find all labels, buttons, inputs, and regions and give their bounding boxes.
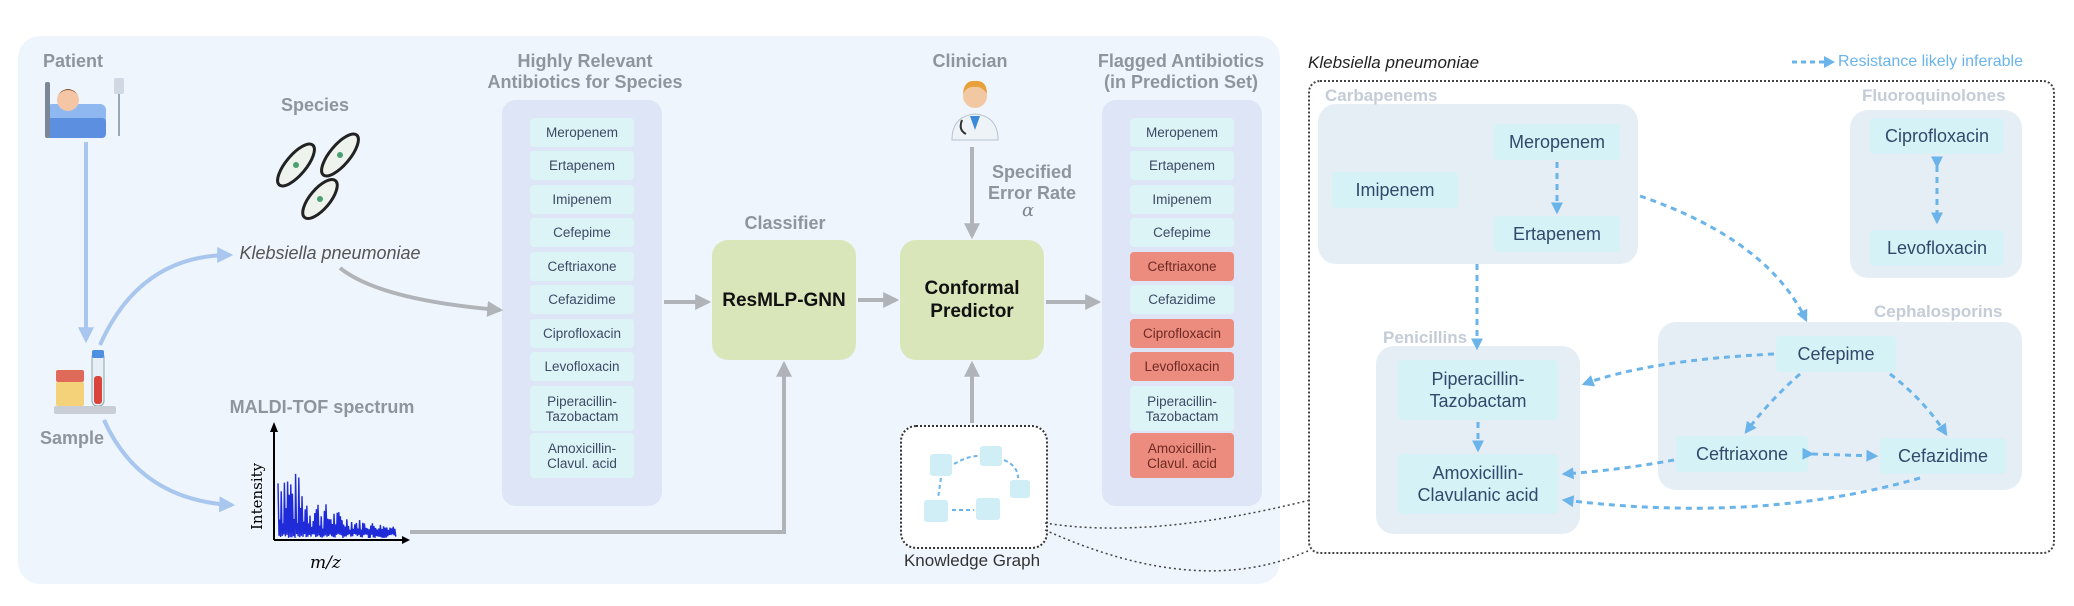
flagged-antibiotic-chip: Meropenem (1130, 118, 1234, 147)
flagged-antibiotic-chip: Cefepime (1130, 218, 1234, 247)
kg-drug-levofloxacin: Levofloxacin (1870, 230, 2004, 266)
relevant-antibiotic-chip: Ertapenem (530, 151, 634, 180)
group-label-carbapenems: Carbapenems (1325, 86, 1438, 105)
flagged-antibiotic-chip: Ertapenem (1130, 151, 1234, 180)
flagged-antibiotic-chip: Ciprofloxacin (1130, 319, 1234, 348)
kg-drug-cefepime: Cefepime (1776, 336, 1896, 372)
kg-drug-meropenem: Meropenem (1494, 124, 1620, 160)
classifier-label: Classifier (744, 213, 826, 233)
kg-drug-amoxicillin: Amoxicillin- Clavulanic acid (1398, 454, 1558, 514)
knowledge-graph-icon (924, 446, 1030, 522)
kg-legend: Resistance likely inferable (1790, 53, 2023, 71)
flagged-antibiotic-chip: Levofloxacin (1130, 352, 1234, 381)
y-axis-label: Intensity (248, 462, 266, 530)
kg-drug-ciprofloxacin: Ciprofloxacin (1870, 118, 2004, 154)
species-name: Klebsiella pneumoniae (239, 243, 421, 263)
relevant-title: Highly Relevant Antibiotics for Species (487, 51, 683, 92)
kg-drug-cefazidime: Cefazidime (1880, 438, 2006, 474)
legend-arrow-icon (1792, 56, 1835, 68)
flagged-antibiotic-chip: Ceftriaxone (1130, 252, 1234, 281)
flagged-antibiotic-chip: Cefazidime (1130, 285, 1234, 314)
relevant-antibiotic-chip: Imipenem (530, 185, 634, 214)
knowledge-graph-label: Knowledge Graph (903, 551, 1041, 570)
predictor-box: Conformal Predictor (900, 240, 1044, 360)
relevant-antibiotic-chip: Amoxicillin- Clavul. acid (530, 433, 634, 478)
species-label: Species (280, 95, 350, 115)
relevant-antibiotic-chip: Levofloxacin (530, 352, 634, 381)
classifier-box: ResMLP-GNN (712, 240, 856, 360)
sample-icon (54, 350, 116, 414)
relevant-antibiotic-chip: Cefepime (530, 218, 634, 247)
group-label-fluoroquinolones: Fluoroquinolones (1862, 86, 2006, 105)
relevant-antibiotic-chip: Ciprofloxacin (530, 319, 634, 348)
maldi-label: MALDI-TOF spectrum (229, 397, 415, 417)
kg-title: Klebsiella pneumoniae (1308, 53, 1480, 72)
kg-drug-ceftriaxone: Ceftriaxone (1676, 436, 1808, 472)
maldi-spectrum: Intensity m/z (248, 422, 410, 573)
group-label-cephalosporins: Cephalosporins (1874, 302, 2003, 321)
x-axis-label: m/z (310, 553, 342, 573)
kg-drug-piperacillin: Piperacillin- Tazobactam (1398, 360, 1558, 420)
bacteria-icon (276, 132, 360, 220)
patient-label: Patient (42, 51, 103, 71)
flagged-antibiotic-chip: Piperacillin- Tazobactam (1130, 386, 1234, 431)
knowledge-graph-thumb (900, 425, 1048, 549)
alpha-symbol: α (1022, 200, 1035, 221)
clinician-label: Clinician (932, 51, 1008, 71)
kg-legend-text: Resistance likely inferable (1838, 53, 2023, 70)
relevant-antibiotic-chip: Meropenem (530, 118, 634, 147)
group-label-penicillins: Penicillins (1383, 328, 1468, 347)
relevant-antibiotic-chip: Piperacillin- Tazobactam (530, 386, 634, 431)
sample-label: Sample (39, 428, 105, 448)
kg-drug-imipenem: Imipenem (1332, 172, 1458, 208)
flagged-antibiotic-chip: Imipenem (1130, 185, 1234, 214)
patient-icon (45, 78, 124, 138)
flagged-title: Flagged Antibiotics (in Prediction Set) (1097, 51, 1265, 92)
clinician-icon (951, 80, 999, 141)
flagged-antibiotic-chip: Amoxicillin- Clavul. acid (1130, 433, 1234, 478)
kg-frame (1308, 80, 2055, 554)
kg-drug-ertapenem: Ertapenem (1494, 216, 1620, 252)
relevant-antibiotic-chip: Cefazidime (530, 285, 634, 314)
error-rate-label: Specified Error Rate (987, 162, 1077, 203)
relevant-antibiotic-chip: Ceftriaxone (530, 252, 634, 281)
